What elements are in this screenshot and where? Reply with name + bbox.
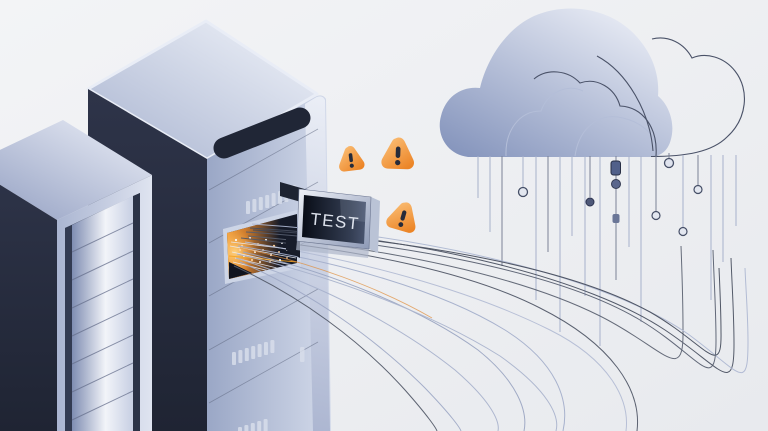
warning-triangle-icon (381, 137, 415, 170)
tower-left-face (0, 184, 57, 431)
sphere-node-icon (585, 197, 595, 207)
warning-triangle-icon (386, 202, 416, 233)
server-tower-back (0, 120, 152, 431)
cloud-connector-lines (477, 153, 737, 346)
tower-top-face (0, 120, 152, 220)
warning-triangle-icon (339, 146, 365, 172)
screen-side-edge (369, 197, 380, 253)
rack-shelf-lines (71, 222, 134, 421)
cloud-inner-light-outlines (505, 87, 658, 157)
rack-opening-right-wall (133, 193, 140, 431)
vent-grid (232, 185, 305, 431)
ring-node-icon (678, 226, 688, 237)
test-screen: TEST (280, 182, 380, 258)
tower-top-bar (213, 107, 311, 159)
cloud-group (439, 8, 745, 158)
rack-panel (72, 196, 133, 431)
ring-node-icon (517, 186, 529, 198)
cloud-outline-right (650, 37, 745, 158)
screen-glare (340, 199, 366, 222)
ring-node-icon (693, 184, 703, 195)
rack-opening-left-wall (65, 225, 72, 431)
screen-bottom-edge (296, 241, 369, 258)
screen-display (302, 195, 366, 244)
ring-node-icon (663, 157, 675, 169)
warning-icons (339, 137, 416, 233)
capsule-node-icon (610, 160, 621, 176)
ring-node-icon (651, 210, 661, 221)
cloud-icon (439, 8, 673, 157)
connector-nodes (517, 157, 703, 237)
cloud-outline (533, 37, 745, 158)
screen-arm-bottom (286, 236, 300, 258)
capsule-node-icon (612, 214, 620, 223)
tower-edge-highlight (305, 96, 330, 431)
sphere-node-icon (611, 179, 621, 189)
